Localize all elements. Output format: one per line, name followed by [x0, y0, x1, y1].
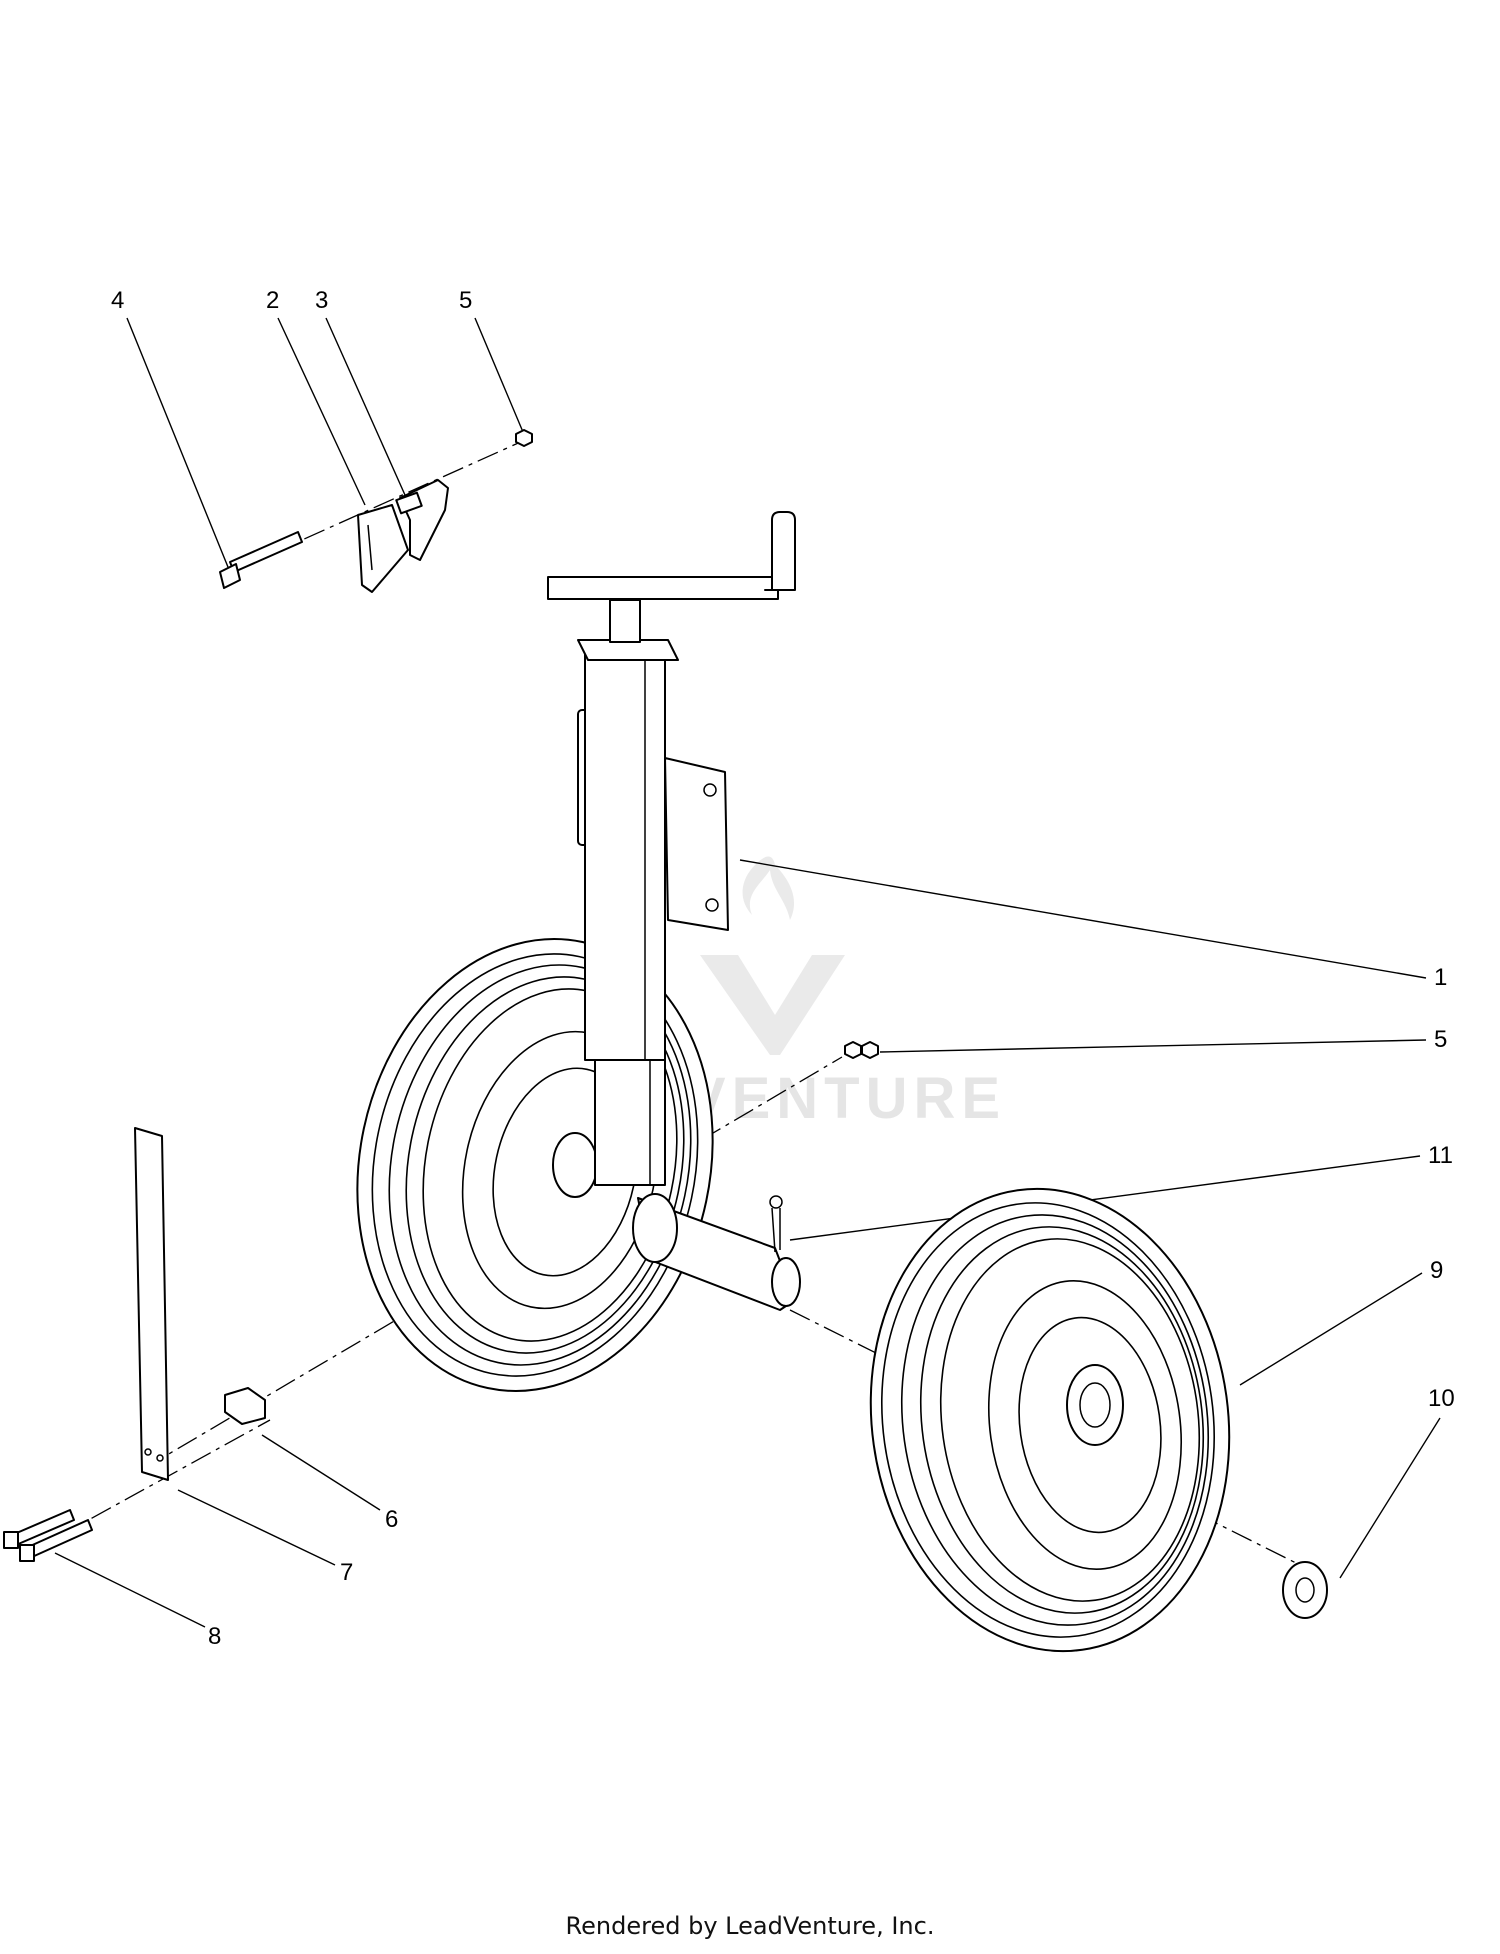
callout-4: 4 — [111, 287, 124, 314]
callout-8: 8 — [208, 1623, 221, 1650]
front-wheel-part-9 — [869, 1187, 1231, 1653]
leader-lines — [54, 317, 1441, 1628]
spacer-block-part-6 — [224, 1387, 266, 1425]
callout-10: 10 — [1428, 1385, 1455, 1412]
jack-assembly-part-1 — [547, 511, 801, 1311]
callout-3: 3 — [315, 287, 328, 314]
callout-5-right: 5 — [1434, 1026, 1447, 1053]
rear-wheel — [356, 938, 714, 1392]
washer-part-10 — [1282, 1561, 1328, 1619]
bolt-part-4 — [219, 531, 303, 589]
callout-7: 7 — [340, 1559, 353, 1586]
callout-2: 2 — [266, 287, 279, 314]
nuts-part-5-right — [844, 1041, 879, 1059]
footer-credit: Rendered by LeadVenture, Inc. — [565, 1912, 935, 1940]
bracket-part-2 — [357, 504, 409, 593]
callout-1: 1 — [1434, 964, 1447, 991]
callout-9: 9 — [1430, 1257, 1443, 1284]
bracket-part-3 — [395, 479, 449, 561]
callout-5-top: 5 — [459, 287, 472, 314]
nut-part-5-top — [515, 429, 533, 447]
flat-bar-part-7 — [134, 1127, 169, 1481]
callout-11: 11 — [1428, 1142, 1453, 1169]
bolts-part-8 — [3, 1509, 93, 1562]
callout-6: 6 — [385, 1506, 398, 1533]
cotter-pin-part-11 — [769, 1195, 783, 1253]
